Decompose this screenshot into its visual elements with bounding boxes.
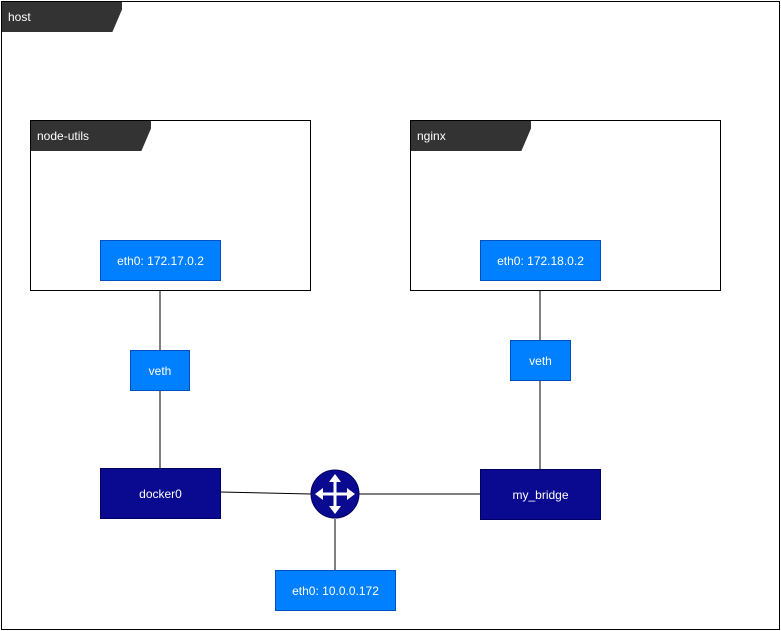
router-icon[interactable] [310,469,360,519]
veth-label: veth [529,353,552,368]
container-nginx: nginx [410,120,721,291]
container-name: node-utils [37,129,90,143]
veth-label: veth [148,363,172,378]
interface-label: eth0: 172.17.0.2 [117,253,204,268]
bridge-label: docker0 [139,486,182,501]
link-docker0-router [219,491,312,495]
container-nginx-label: nginx [411,121,531,151]
container-name: nginx [417,129,446,143]
my-bridge[interactable]: my_bridge [480,469,601,520]
host-eth0[interactable]: eth0: 10.0.0.172 [275,570,396,611]
host-frame-label: host [2,2,122,32]
nginx-veth[interactable]: veth [510,340,571,381]
nginx-eth0[interactable]: eth0: 172.18.0.2 [480,240,601,281]
bridge-label: my_bridge [512,487,569,502]
docker0-bridge[interactable]: docker0 [100,468,221,519]
interface-label: eth0: 10.0.0.172 [292,583,379,598]
container-node-utils-label: node-utils [31,121,151,151]
node-utils-eth0[interactable]: eth0: 172.17.0.2 [100,240,221,281]
host-label: host [8,10,31,24]
node-utils-veth[interactable]: veth [130,350,190,391]
interface-label: eth0: 172.18.0.2 [497,253,584,268]
